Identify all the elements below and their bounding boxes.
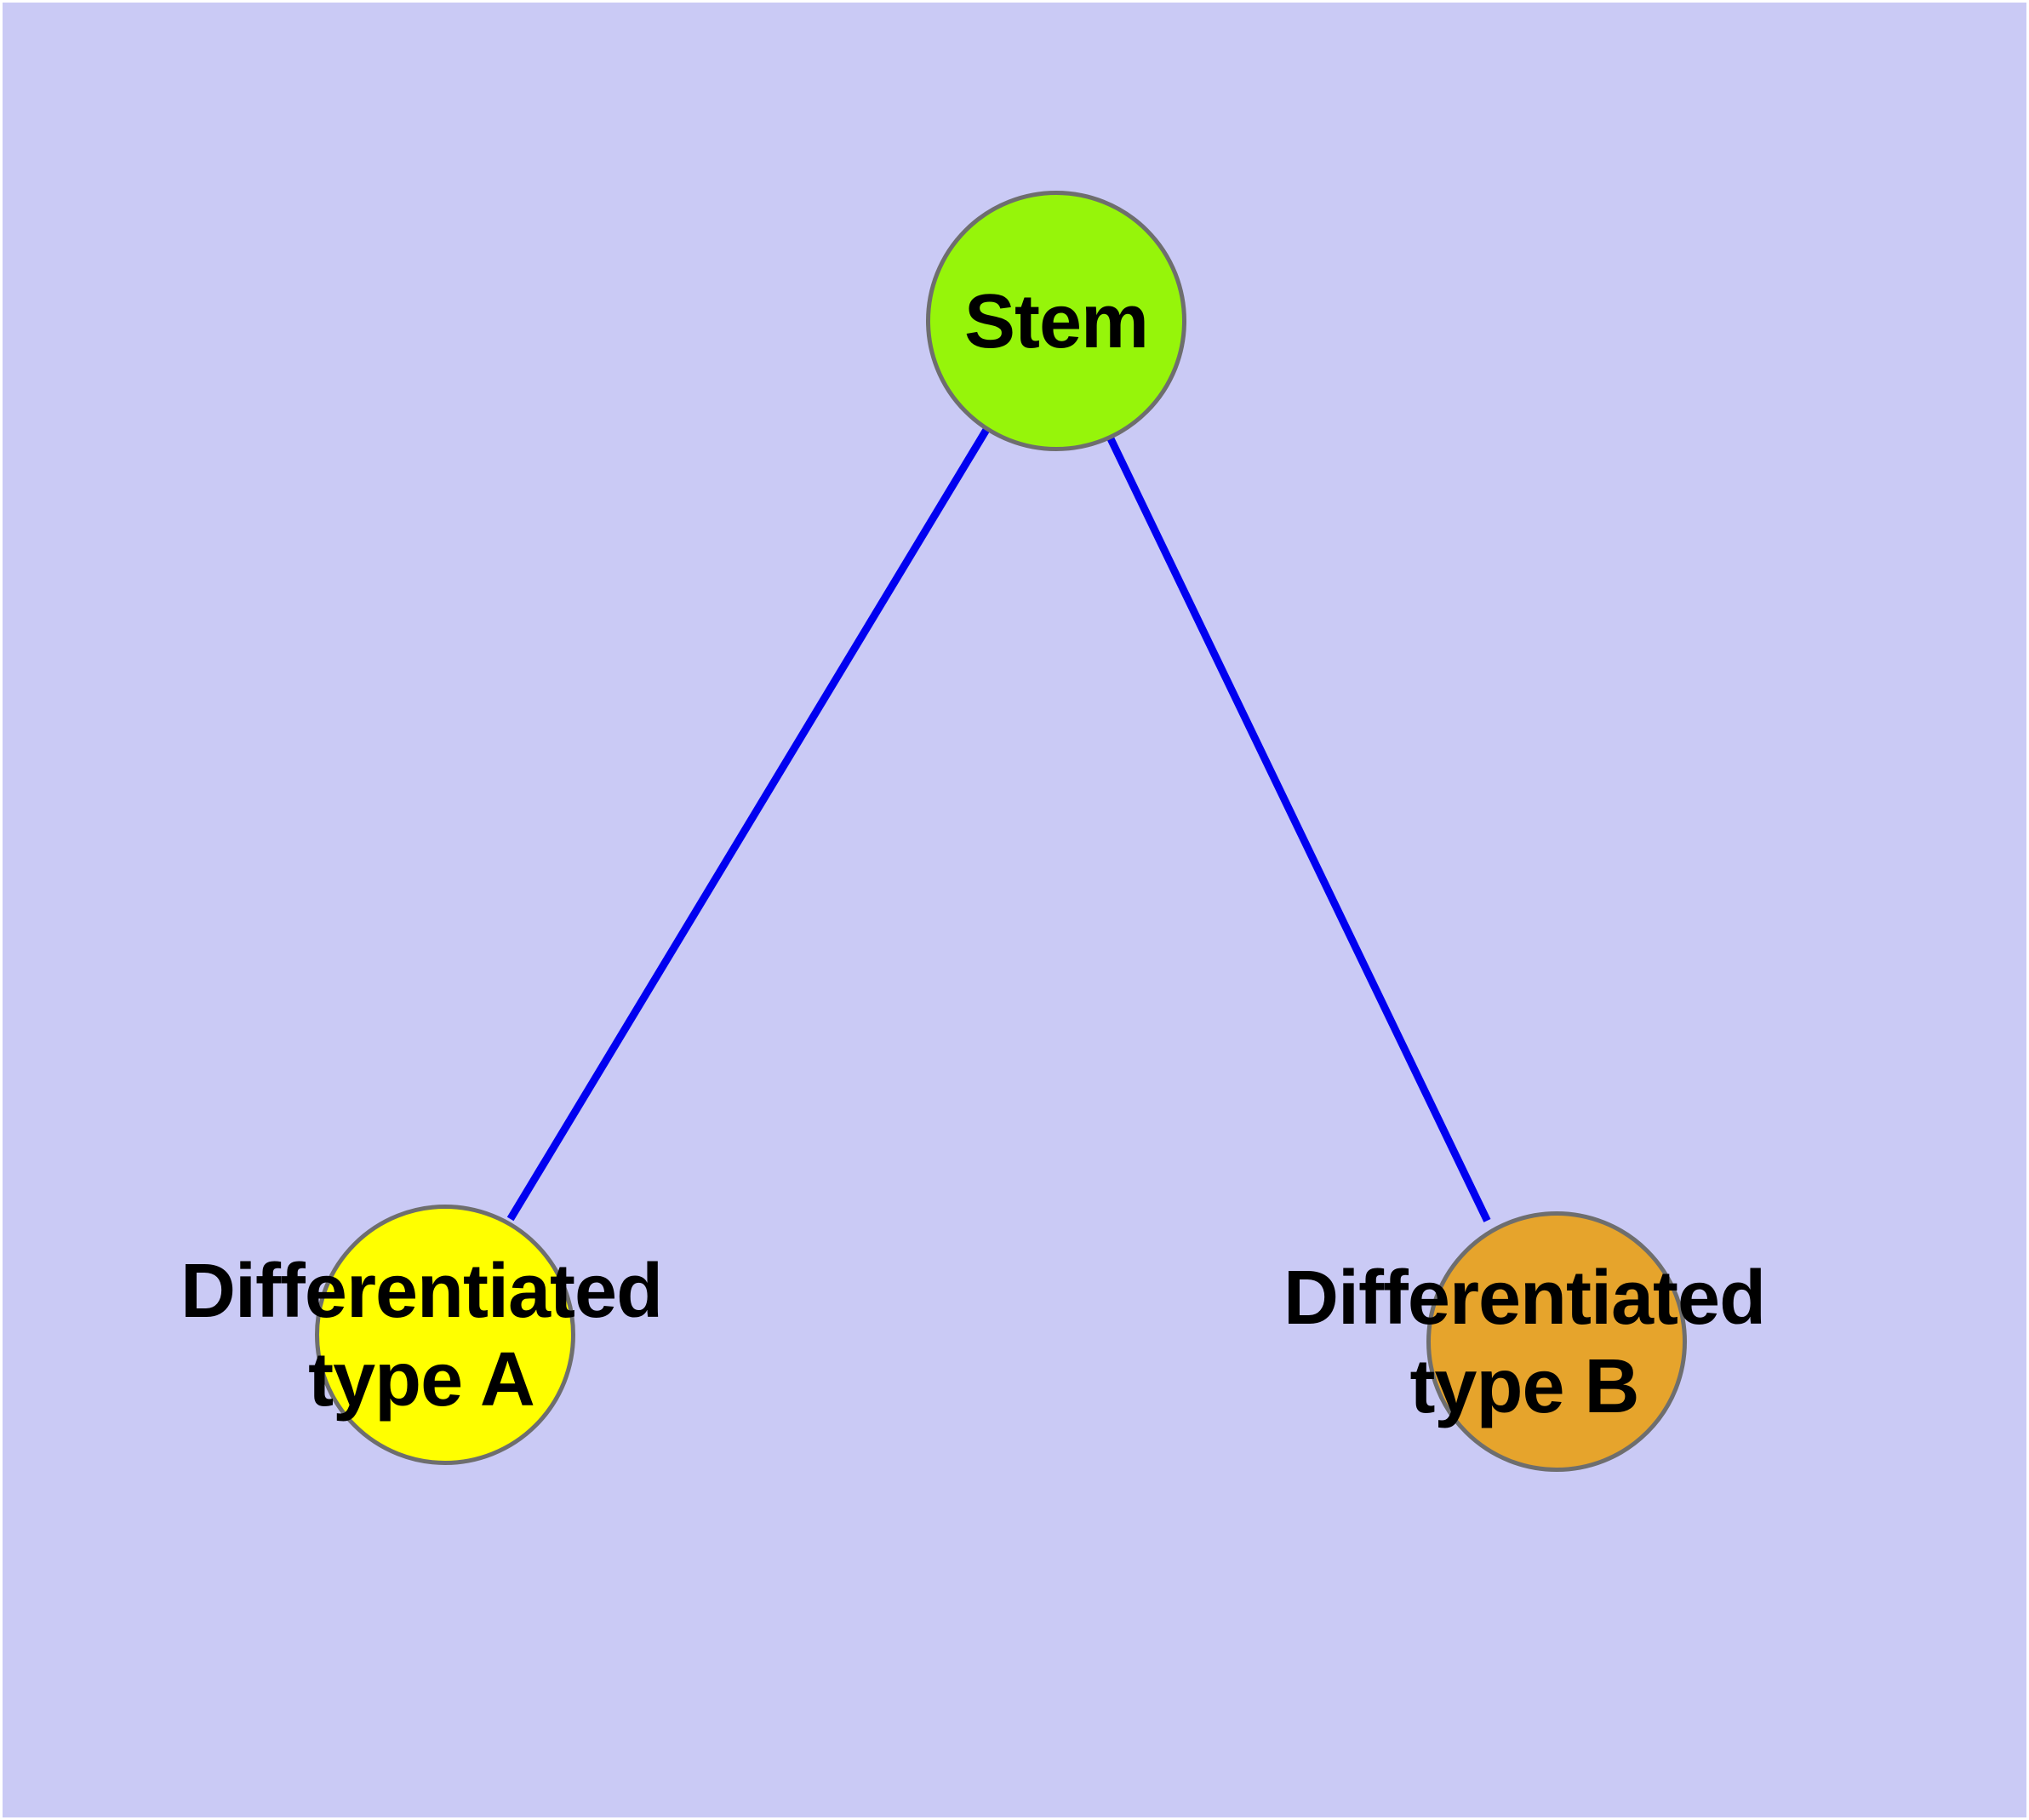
node-stem-label-text: Stem — [963, 279, 1149, 364]
node-type-a-label-line2: type A — [308, 1337, 535, 1422]
node-type-b-circle — [1426, 1211, 1687, 1472]
edge-stem-to-type-b — [1105, 432, 1491, 1222]
node-type-a-circle — [315, 1205, 575, 1465]
node-type-a-label-line1: Differentiated — [180, 1249, 663, 1334]
node-type-b-label: Differentiated type B — [1283, 1254, 1766, 1431]
node-type-b-label-line1: Differentiated — [1283, 1256, 1766, 1341]
node-type-b-label-line2: type B — [1409, 1344, 1639, 1429]
edge-stem-to-type-a — [506, 427, 990, 1222]
edges-layer — [506, 427, 1491, 1222]
node-stem-label: Stem — [963, 278, 1149, 366]
node-type-a-label: Differentiated type A — [180, 1247, 663, 1424]
node-stem-circle — [926, 191, 1186, 451]
